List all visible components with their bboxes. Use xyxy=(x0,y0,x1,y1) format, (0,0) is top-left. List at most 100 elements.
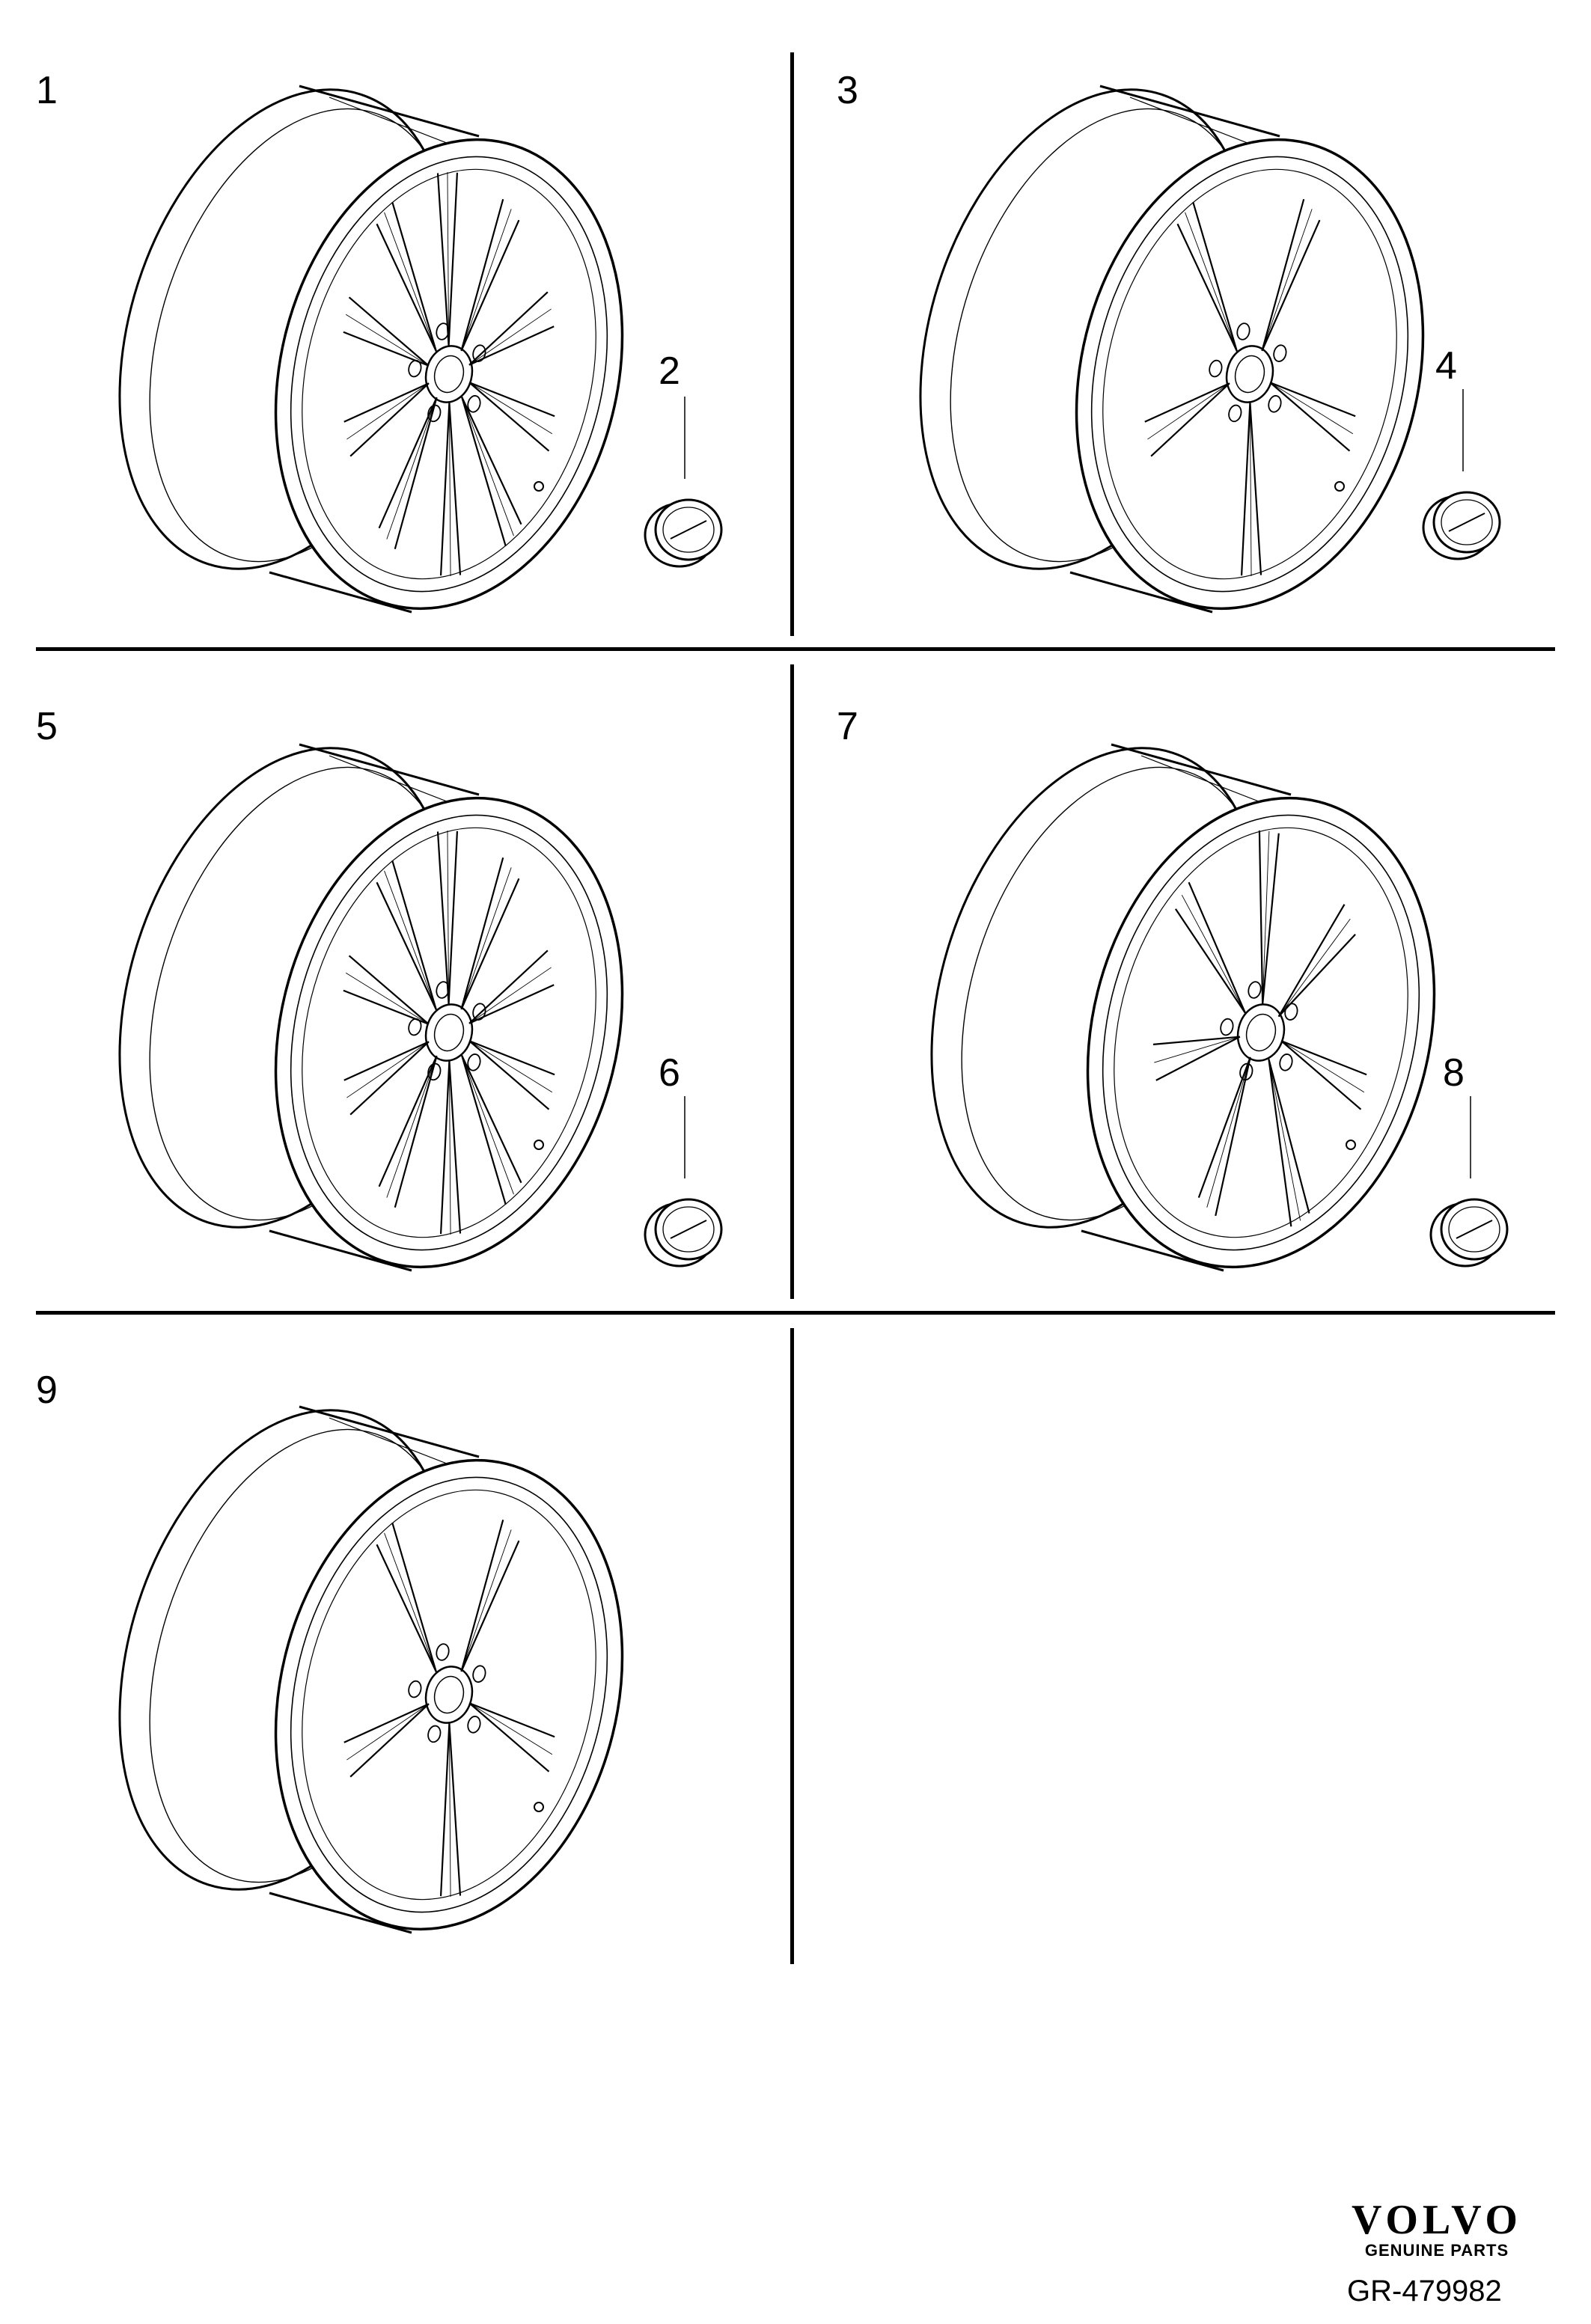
spoke xyxy=(1280,1040,1367,1110)
rim-inner-lip xyxy=(1102,814,1420,1251)
rim-front-face xyxy=(274,796,624,1269)
spoke xyxy=(1197,1056,1251,1217)
barrel-ridge-line xyxy=(329,1417,465,1471)
lug-hole xyxy=(472,1665,486,1683)
rim-face-edge xyxy=(302,827,596,1238)
rim-front-face xyxy=(274,138,624,611)
spoke-ridge xyxy=(384,870,437,1010)
spoke-ridge xyxy=(448,1060,451,1235)
rim-outer-lip xyxy=(274,138,624,611)
barrel-bottom-line xyxy=(1069,571,1213,614)
hub-bore xyxy=(424,345,474,403)
cap-emblem-bar xyxy=(670,1220,707,1239)
spoke xyxy=(1268,1059,1310,1227)
lug-hole xyxy=(408,1018,422,1036)
center-cap-8 xyxy=(1429,1096,1509,1268)
barrel-bottom-line xyxy=(269,1229,412,1272)
spoke-ridge xyxy=(345,314,430,367)
spoke xyxy=(461,1054,522,1205)
barrel-bottom-line xyxy=(269,571,412,614)
lug-hole xyxy=(467,1716,481,1734)
rim-front-face xyxy=(274,1458,624,1931)
cap-emblem-ring xyxy=(662,507,715,553)
hub-center xyxy=(433,1013,465,1052)
lug-hole xyxy=(436,981,450,999)
spoke-ridge xyxy=(447,172,450,346)
lug-hole xyxy=(1268,395,1282,413)
rim-front-face xyxy=(1086,796,1436,1269)
spoke xyxy=(460,857,520,1010)
lug-hole xyxy=(1209,359,1223,378)
rim-outer-lip xyxy=(1075,138,1425,611)
brand-name: VOLVO xyxy=(1352,2197,1522,2243)
spoke-ridge xyxy=(1249,402,1252,576)
rim-face-edge xyxy=(1114,827,1408,1238)
spoke xyxy=(378,1055,438,1208)
spoke-ridge xyxy=(468,1040,553,1093)
lug-hole xyxy=(408,1680,422,1698)
lug-hole xyxy=(427,1062,442,1081)
barrel-bottom-line xyxy=(1081,1229,1224,1272)
cap-emblem-ring xyxy=(662,1206,715,1253)
spoke-ridge xyxy=(460,1529,512,1672)
divider-vertical-row2 xyxy=(790,664,794,1299)
rim-face-edge xyxy=(302,1489,596,1901)
rim-outer-lip xyxy=(274,1458,624,1931)
spoke-ridge xyxy=(1262,831,1270,1005)
spoke-ridge xyxy=(1154,1036,1240,1063)
spoke xyxy=(1258,831,1280,1005)
spoke-ridge xyxy=(1268,1059,1301,1221)
hub-center xyxy=(433,1675,465,1714)
spoke xyxy=(436,172,459,346)
spoke-ridge xyxy=(1181,894,1246,1014)
cap-emblem-ring xyxy=(1448,1206,1500,1253)
spoke xyxy=(376,1522,437,1673)
rim-inner-lip xyxy=(290,814,608,1251)
hub-bore xyxy=(1236,1003,1286,1062)
valve-stem xyxy=(534,1802,544,1812)
spoke-ridge xyxy=(1206,1056,1251,1208)
rim-face-edge xyxy=(1102,168,1397,580)
spoke xyxy=(343,1041,430,1116)
wheel-rim-5 xyxy=(118,743,624,1272)
divider-vertical-row3 xyxy=(790,1328,794,1964)
cap-emblem-bar xyxy=(1448,513,1485,532)
lug-hole xyxy=(1239,1062,1253,1081)
callout-6: 6 xyxy=(659,1051,680,1095)
spoke-ridge xyxy=(1147,382,1230,440)
lug-hole xyxy=(1279,1054,1293,1071)
spoke xyxy=(1176,201,1238,352)
lug-hole xyxy=(1236,322,1250,340)
spoke-ridge xyxy=(386,1055,438,1198)
lug-hole xyxy=(1284,1003,1298,1021)
callout-5: 5 xyxy=(36,705,58,748)
spoke-ridge xyxy=(448,1722,451,1897)
spoke xyxy=(343,1703,430,1778)
callout-7: 7 xyxy=(837,705,858,748)
volvo-genuine-parts-logo: VOLVO GENUINE PARTS xyxy=(1325,2196,1549,2260)
spoke xyxy=(1174,881,1247,1014)
spoke-ridge xyxy=(468,308,552,366)
spoke-ridge xyxy=(1278,918,1351,1017)
spoke-ridge xyxy=(468,382,553,435)
wheel-rim-9 xyxy=(118,1405,624,1934)
lug-hole xyxy=(472,1003,486,1021)
valve-stem xyxy=(534,1140,544,1150)
wheel-rim-7 xyxy=(930,743,1436,1272)
spoke xyxy=(1261,198,1321,352)
center-cap-4 xyxy=(1422,389,1501,560)
lug-hole xyxy=(1220,1018,1234,1036)
spoke-ridge xyxy=(448,402,451,576)
spoke xyxy=(376,201,437,352)
drawing-number: GR-479982 xyxy=(1347,2275,1502,2308)
spoke-ridge xyxy=(346,1041,430,1098)
divider-horizontal-2 xyxy=(36,1311,1555,1315)
lug-hole xyxy=(1273,344,1287,362)
barrel-bottom-line xyxy=(269,1892,412,1934)
spoke-ridge xyxy=(468,1702,553,1755)
callout-8: 8 xyxy=(1443,1051,1465,1095)
spoke-ridge xyxy=(345,972,430,1025)
lug-hole xyxy=(472,344,486,362)
spoke-ridge xyxy=(461,1055,514,1195)
